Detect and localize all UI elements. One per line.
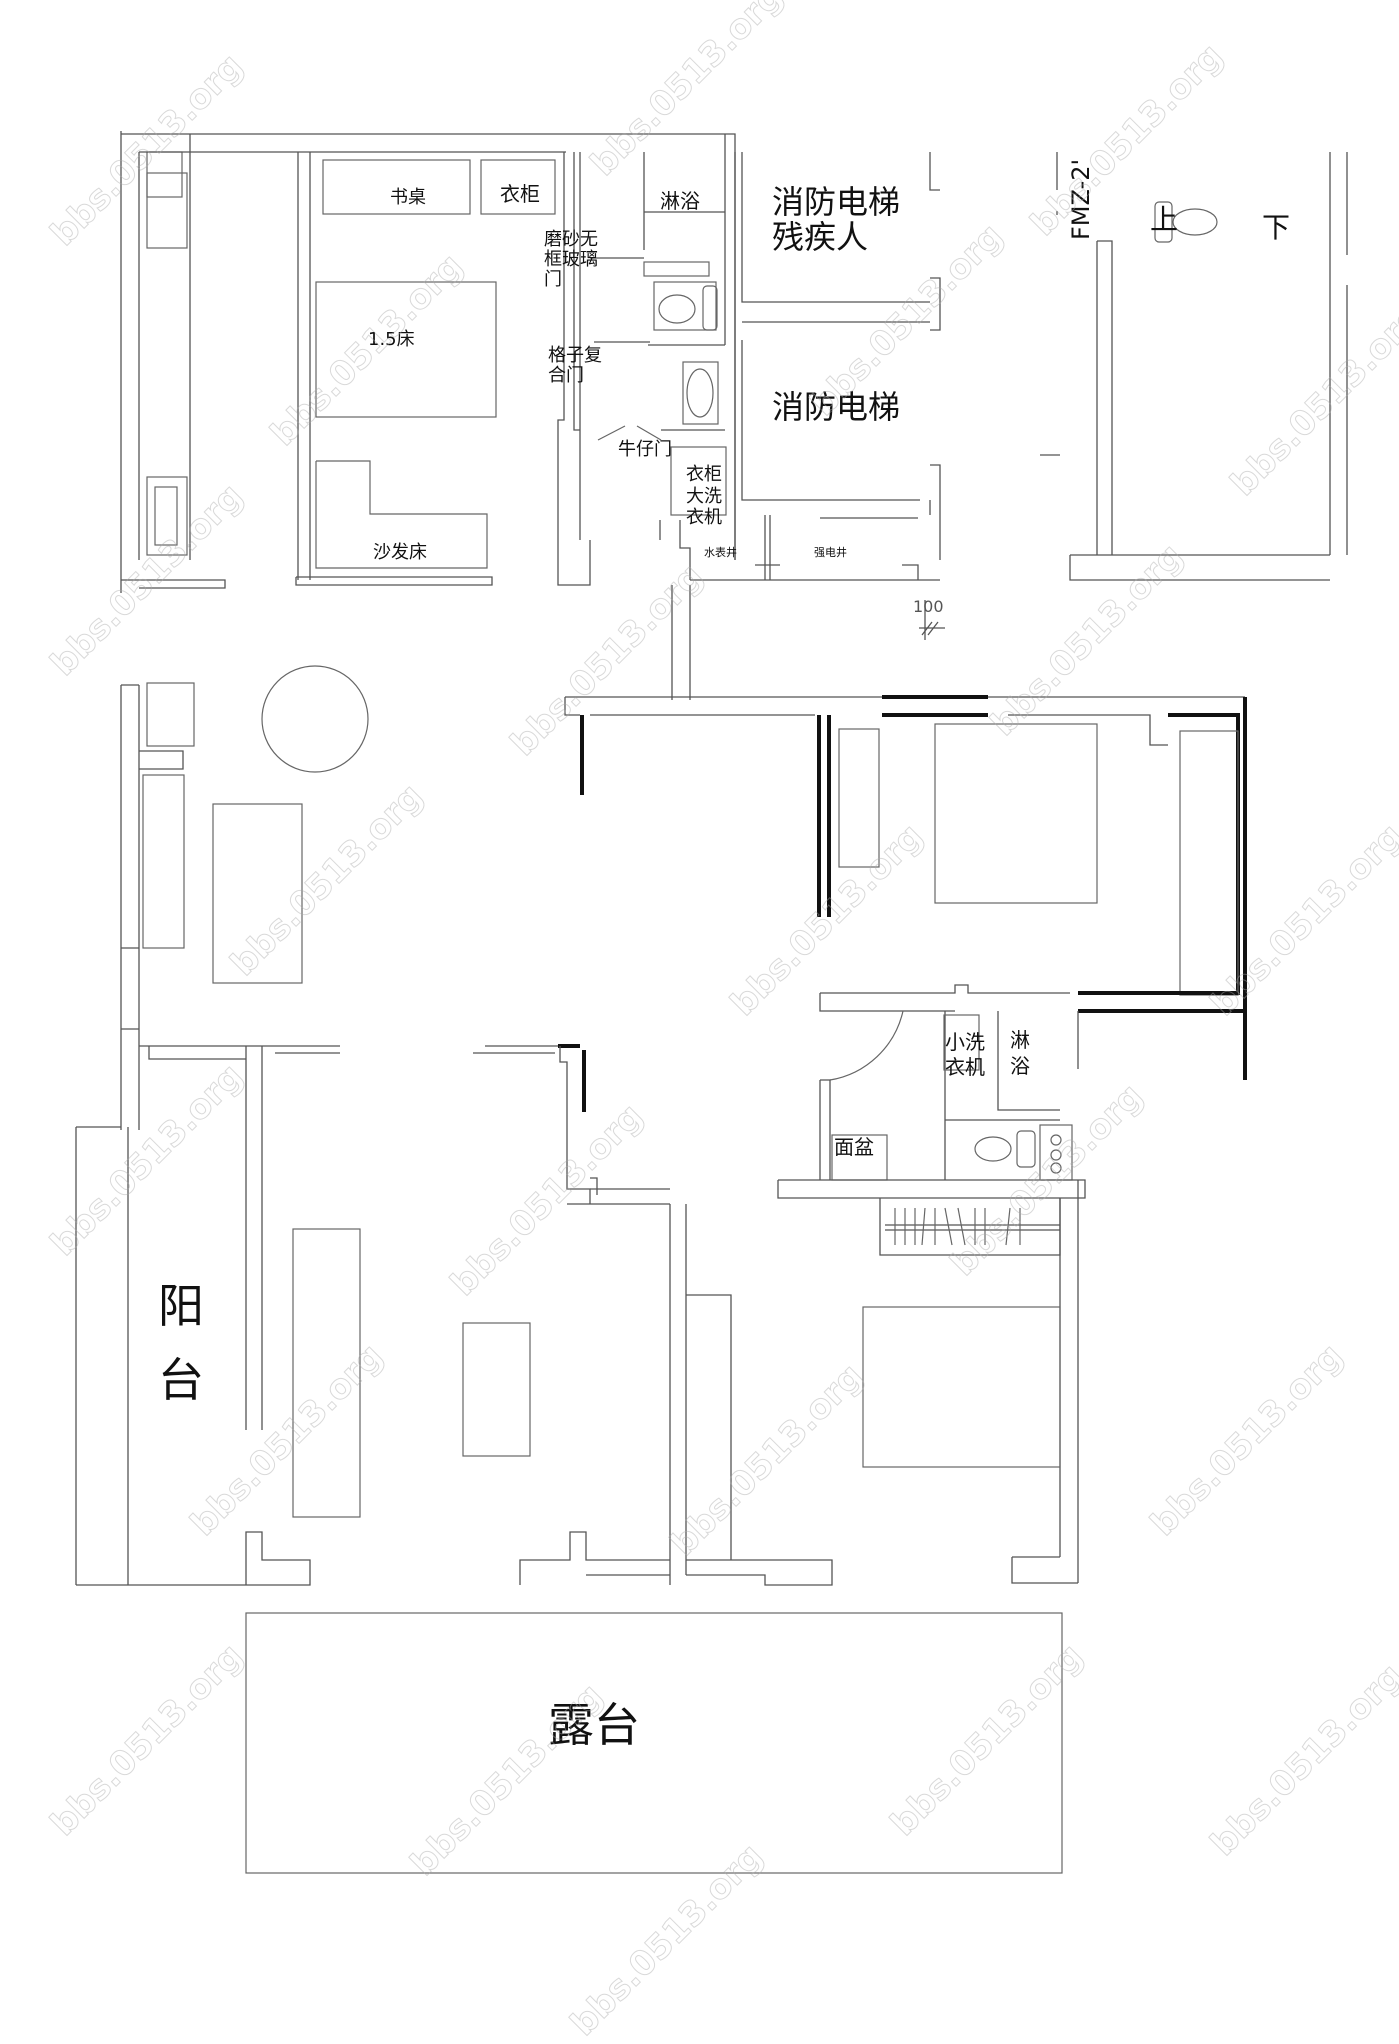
label-stair-up: 上 bbox=[1150, 203, 1179, 236]
terrace-outline bbox=[245, 1612, 1063, 1874]
label-cowboy-door: 牛仔门 bbox=[618, 439, 672, 460]
label-stair-down: 下 bbox=[1262, 211, 1291, 244]
bottom-right-bedroom bbox=[862, 1180, 1079, 1584]
label-fire-elevator: 消防电梯 bbox=[772, 388, 901, 426]
label-balcony: 阳 台 bbox=[158, 1279, 204, 1407]
bed-bottom bbox=[862, 1306, 1061, 1468]
long-sofa bbox=[292, 1228, 361, 1518]
sofa-bed bbox=[315, 460, 488, 569]
label-shower-top: 淋浴 bbox=[660, 189, 700, 213]
wardrobe-right bbox=[1179, 730, 1239, 996]
label-water-meter-shaft: 水表井 bbox=[704, 546, 737, 559]
elevators bbox=[659, 152, 945, 700]
label-wardrobe-washer: 衣柜 大洗 衣机 bbox=[686, 464, 722, 529]
wardrobe-hangers bbox=[894, 1207, 1021, 1246]
wardrobe-washer bbox=[670, 446, 727, 516]
label-bed-1-5: 1.5床 bbox=[368, 329, 415, 350]
label-fire-elevator-accessible: 消防电梯 残疾人 bbox=[772, 183, 901, 257]
label-terrace: 露台 bbox=[548, 1698, 640, 1752]
sink-oval bbox=[682, 361, 719, 425]
bathroom-cluster bbox=[557, 134, 736, 586]
label-power-shaft: 强电井 bbox=[814, 546, 847, 559]
toilet-top bbox=[653, 281, 717, 331]
sofa bbox=[212, 803, 303, 984]
wardrobe bbox=[480, 159, 556, 215]
small-washer bbox=[943, 1014, 980, 1071]
floor-plan-drawing bbox=[75, 131, 1348, 1874]
label-desk: 书桌 bbox=[390, 187, 426, 208]
second-bathroom bbox=[777, 1010, 1086, 1199]
double-bed bbox=[934, 723, 1098, 904]
label-shower-bottom: 淋 浴 bbox=[1010, 1028, 1030, 1078]
living-room bbox=[120, 665, 670, 1430]
coffee-table bbox=[462, 1322, 531, 1457]
round-table bbox=[261, 665, 369, 773]
bed bbox=[315, 281, 497, 418]
label-small-washer: 小洗 衣机 bbox=[945, 1030, 985, 1079]
label-lattice-door: 格子复 合门 bbox=[548, 345, 602, 386]
study-bedroom bbox=[139, 151, 566, 586]
balcony-area bbox=[75, 1126, 833, 1586]
label-wardrobe-top: 衣柜 bbox=[500, 182, 540, 206]
label-frosted-glass-door: 磨砂无 框玻璃 门 bbox=[544, 229, 598, 290]
label-basin: 面盆 bbox=[834, 1135, 874, 1159]
desk bbox=[322, 159, 471, 215]
label-dimension: 100 bbox=[913, 597, 944, 616]
label-sofa-bed: 沙发床 bbox=[373, 542, 427, 563]
stairwell bbox=[1040, 152, 1348, 581]
master-bedroom bbox=[564, 695, 1247, 1080]
